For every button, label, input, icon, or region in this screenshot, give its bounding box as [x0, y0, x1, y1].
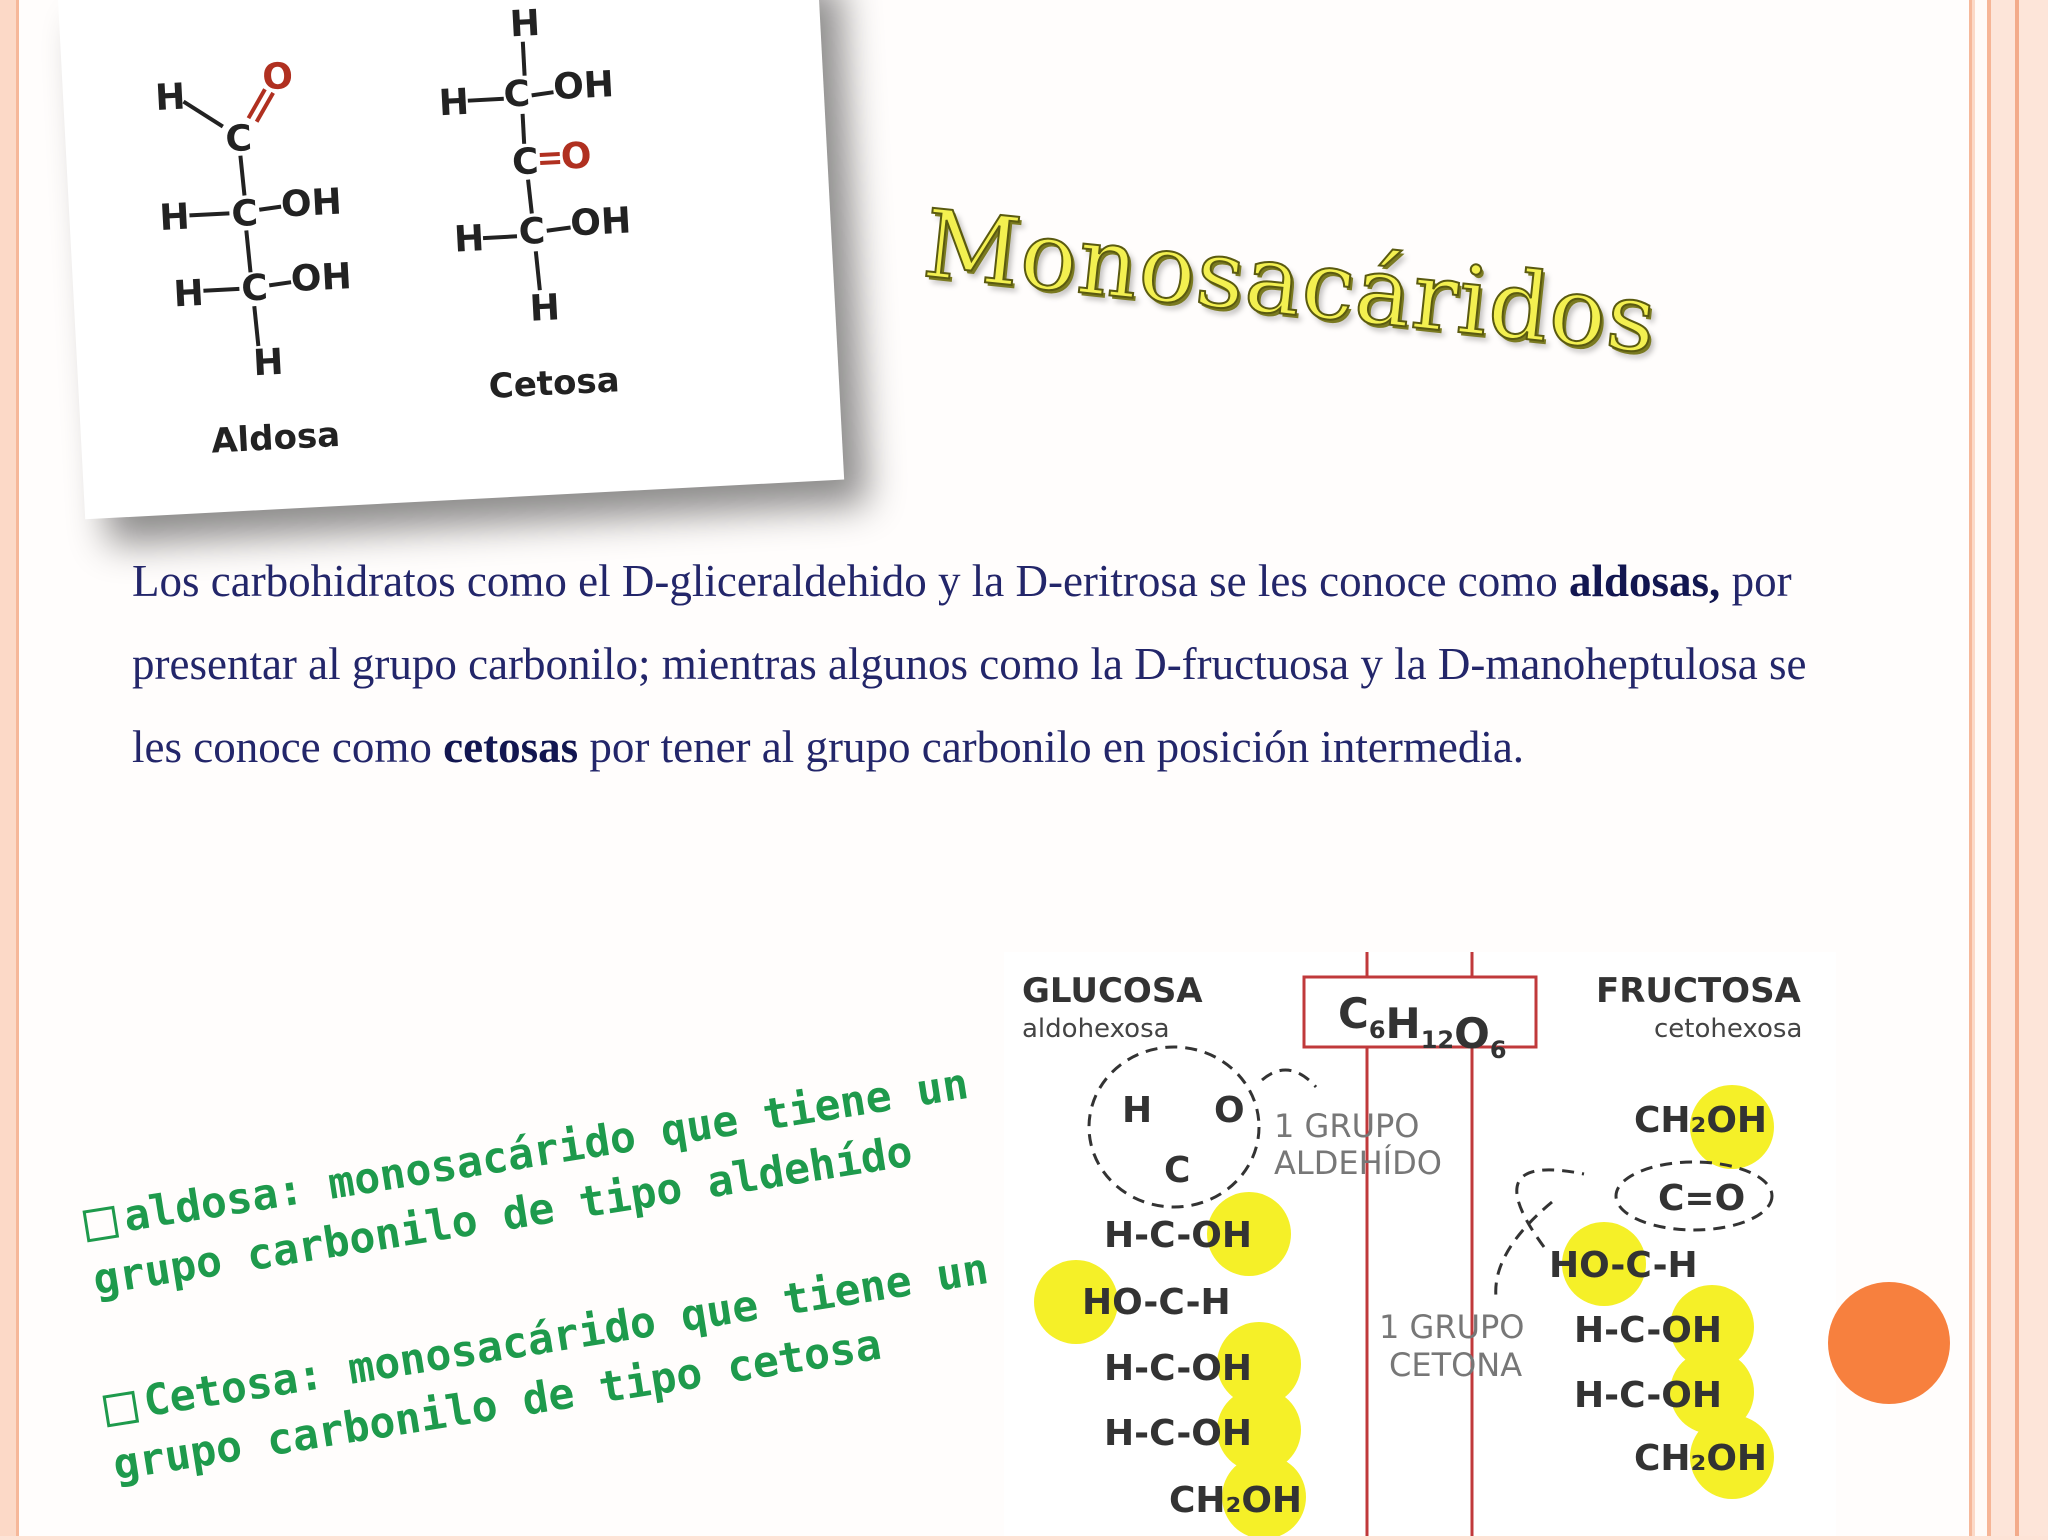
glucosa-title: GLUCOSA — [1022, 971, 1203, 1011]
svg-text:CH₂OH: CH₂OH — [1634, 1438, 1767, 1479]
cetosa-atom: H — [453, 218, 485, 261]
grupo-aldehido-label: ALDEHÍDO — [1274, 1144, 1442, 1182]
diagram-svg: C6H12O6 GLUCOSA aldohexosa FRUCTOSA ceto… — [1022, 952, 1802, 1539]
aldosa-atom: H — [159, 196, 191, 239]
aldosas-term: aldosas, — [1569, 556, 1721, 606]
cetosa-atom: H — [438, 82, 470, 125]
svg-text:H-C-OH: H-C-OH — [1574, 1375, 1722, 1416]
cetosa-atom: O — [560, 135, 593, 178]
svg-text:H-C-OH: H-C-OH — [1104, 1348, 1252, 1389]
aldosa-atom: H — [173, 273, 205, 316]
aldosa-atom: O — [261, 56, 294, 99]
cetosa-atom: C — [511, 141, 540, 183]
cetosa-atom: C — [518, 211, 547, 253]
aldosa-atom: H — [154, 76, 186, 119]
checkbox-bullet-icon — [82, 1205, 120, 1242]
checkbox-bullet-icon — [102, 1390, 140, 1427]
description-paragraph: Los carbohidratos como el D-gliceraldehi… — [132, 540, 1832, 789]
svg-text:CH₂OH: CH₂OH — [1634, 1100, 1767, 1141]
fructosa-title: FRUCTOSA — [1596, 971, 1802, 1011]
cetosa-atom: OH — [569, 200, 632, 244]
cetosa-atom: C — [503, 73, 532, 115]
aldosa-atom: OH — [280, 181, 343, 225]
oh-highlights — [1034, 1085, 1774, 1539]
aldosa-atom: C — [224, 118, 253, 160]
svg-text:C=O: C=O — [1658, 1178, 1745, 1219]
glucosa-fructosa-diagram: C6H12O6 GLUCOSA aldohexosa FRUCTOSA ceto… — [1004, 952, 1836, 1539]
svg-text:O: O — [1214, 1090, 1245, 1131]
cetosas-term: cetosas — [443, 722, 579, 772]
cetosa-atom: H — [529, 287, 561, 330]
svg-text:C: C — [1164, 1150, 1190, 1191]
cetosa-atom: H — [509, 3, 541, 46]
aldosa-label: Aldosa — [210, 415, 341, 462]
aldosa-atom: H — [252, 342, 284, 385]
paragraph-text: por presentar al grupo carbonilo; mientr… — [132, 556, 1807, 772]
fructosa-subtitle: cetohexosa — [1654, 1014, 1802, 1044]
formula: C6H12O6 — [1338, 989, 1507, 1064]
aldosa-atom: C — [230, 193, 259, 235]
svg-text:HO-C-H: HO-C-H — [1082, 1282, 1231, 1323]
svg-text:CH₂OH: CH₂OH — [1169, 1480, 1302, 1521]
grupo-cetona-label: CETONA — [1389, 1346, 1522, 1384]
svg-text:H: H — [1122, 1090, 1152, 1131]
grupo-cetona-label: 1 GRUPO — [1379, 1308, 1524, 1346]
paragraph-text: por tener al grupo carbonilo en posición… — [578, 722, 1525, 772]
cetosa-label: Cetosa — [488, 360, 621, 407]
slide-right-border — [1975, 0, 2048, 1536]
svg-text:H-C-OH: H-C-OH — [1574, 1310, 1722, 1351]
structures-svg: H O C H C OH H C OH H H H C OH C O H C O… — [154, 3, 632, 462]
aldosa-atom: OH — [290, 256, 353, 300]
cetosa-atom: OH — [552, 64, 615, 108]
paragraph-text: Los carbohidratos como el D-gliceraldehi… — [132, 556, 1569, 606]
svg-text:H-C-OH: H-C-OH — [1104, 1215, 1252, 1256]
decorative-orange-circle — [1828, 1282, 1950, 1404]
glucosa-subtitle: aldohexosa — [1022, 1014, 1170, 1044]
aldosa-cetosa-image: H O C H C OH H C OH H H H C OH C O H C O… — [58, 0, 845, 520]
grupo-aldehido-label: 1 GRUPO — [1274, 1107, 1419, 1145]
svg-text:H-C-OH: H-C-OH — [1104, 1413, 1252, 1454]
aldosa-atom: C — [240, 267, 269, 309]
svg-text:HO-C-H: HO-C-H — [1549, 1245, 1698, 1286]
